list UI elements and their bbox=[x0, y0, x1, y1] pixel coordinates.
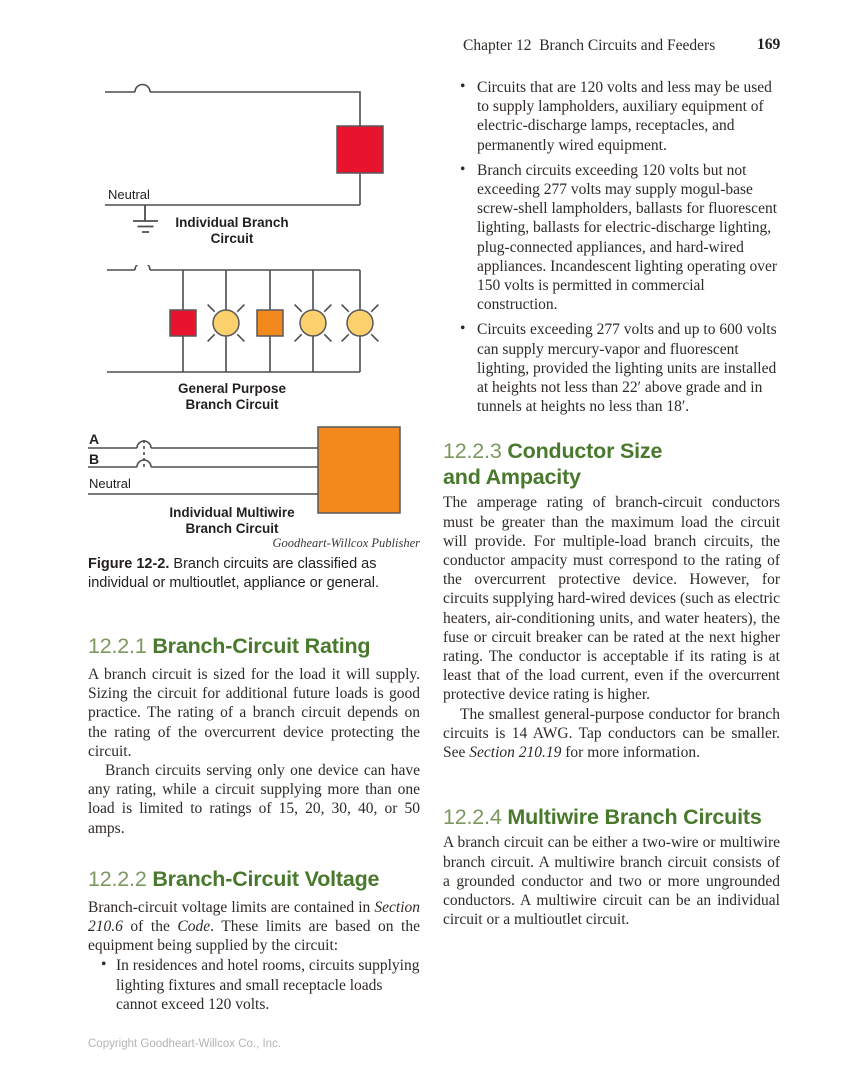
list-item: •Branch circuits exceeding 120 volts but… bbox=[460, 160, 778, 314]
section-number: 12.2.3 bbox=[443, 439, 502, 464]
general-purpose-branch-circuit-diagram bbox=[107, 265, 379, 373]
individual-branch-circuit-diagram bbox=[105, 83, 384, 233]
left-column: Neutral Individual Branch Circuit bbox=[88, 75, 420, 1020]
phase-b-label: B bbox=[89, 451, 100, 467]
copyright-notice: Copyright Goodheart-Willcox Co., Inc. bbox=[88, 1038, 282, 1050]
section-title: Branch-Circuit Voltage bbox=[152, 866, 380, 891]
load-square-red bbox=[336, 125, 384, 174]
list-item: •In residences and hotel rooms, circuits… bbox=[101, 956, 420, 1013]
lamp-icon bbox=[346, 309, 374, 337]
load-square-orange bbox=[256, 309, 284, 337]
lamp-icon bbox=[299, 309, 327, 337]
bullet-icon: • bbox=[460, 320, 466, 338]
lamp-icon bbox=[212, 309, 240, 337]
diagram1-caption: Individual Branch Circuit bbox=[175, 215, 289, 246]
paragraph: A branch circuit can be either a two-wir… bbox=[443, 834, 780, 929]
figure-caption: Figure 12-2. Branch circuits are classif… bbox=[88, 556, 379, 591]
running-head: Chapter 12 Branch Circuits and Feeders bbox=[463, 37, 716, 54]
neutral-label-1: Neutral bbox=[108, 187, 150, 202]
bullet-icon: • bbox=[460, 78, 466, 95]
section-title: Conductor Size bbox=[507, 439, 663, 464]
breaker-arc-icon bbox=[134, 265, 151, 271]
section-number: 12.2.1 bbox=[88, 634, 147, 658]
phase-a-label: A bbox=[89, 431, 100, 447]
paragraph: A branch circuit is sized for the load i… bbox=[88, 666, 420, 760]
section-number: 12.2.2 bbox=[88, 866, 147, 891]
breaker-arc-icon bbox=[134, 83, 151, 93]
section-title: Branch-Circuit Rating bbox=[152, 634, 371, 658]
section-heading-1224: 12.2.4 Multiwire Branch Circuits bbox=[443, 804, 780, 830]
section-number: 12.2.4 bbox=[443, 805, 502, 830]
paragraph: The amperage rating of branch-circuit co… bbox=[443, 494, 780, 704]
diagram2-caption: General Purpose Branch Circuit bbox=[177, 381, 287, 412]
wires bbox=[88, 440, 318, 495]
bullet-list: •Circuits that are 120 volts and less ma… bbox=[443, 78, 780, 416]
section-heading-1221: 12.2.1 Branch-Circuit Rating bbox=[88, 633, 420, 659]
wires bbox=[107, 265, 379, 373]
paragraph: Branch circuits serving only one device … bbox=[88, 762, 420, 837]
bullet-icon: • bbox=[101, 956, 107, 974]
hot-wire bbox=[105, 91, 361, 126]
right-column: •Circuits that are 120 volts and less ma… bbox=[443, 70, 780, 929]
page-number: 169 bbox=[757, 36, 781, 53]
section-heading-1223: 12.2.3 Conductor Size and Ampacity bbox=[443, 438, 780, 490]
section-title: and Ampacity bbox=[443, 465, 581, 490]
bullet-list: •In residences and hotel rooms, circuits… bbox=[88, 956, 420, 1014]
load-rect-orange bbox=[317, 426, 401, 514]
section-title: Multiwire Branch Circuits bbox=[507, 805, 762, 830]
diagram3-caption: Individual Multiwire Branch Circuit bbox=[169, 505, 295, 536]
load-square-red bbox=[169, 309, 197, 337]
bullet-icon: • bbox=[460, 160, 466, 178]
wires bbox=[105, 83, 361, 233]
paragraph: The smallest general-purpose conductor f… bbox=[443, 705, 780, 762]
figure-credit: Goodheart-Willcox Publisher bbox=[272, 536, 420, 550]
section-heading-1222: 12.2.2 Branch-Circuit Voltage bbox=[88, 866, 420, 892]
breaker-arc-icon bbox=[136, 459, 152, 468]
figure-caption-label: Figure 12-2. bbox=[88, 556, 170, 572]
list-item: •Circuits that are 120 volts and less ma… bbox=[460, 78, 772, 154]
neutral-label-3: Neutral bbox=[89, 476, 131, 491]
individual-multiwire-branch-circuit-diagram bbox=[88, 426, 401, 514]
figure-12-2: Neutral Individual Branch Circuit bbox=[88, 75, 420, 555]
lamp-rays-icon bbox=[207, 304, 379, 342]
paragraph: Branch-circuit voltage limits are contai… bbox=[88, 898, 420, 955]
list-item: •Circuits exceeding 277 volts and up to … bbox=[460, 320, 777, 416]
ground-icon bbox=[133, 205, 158, 233]
